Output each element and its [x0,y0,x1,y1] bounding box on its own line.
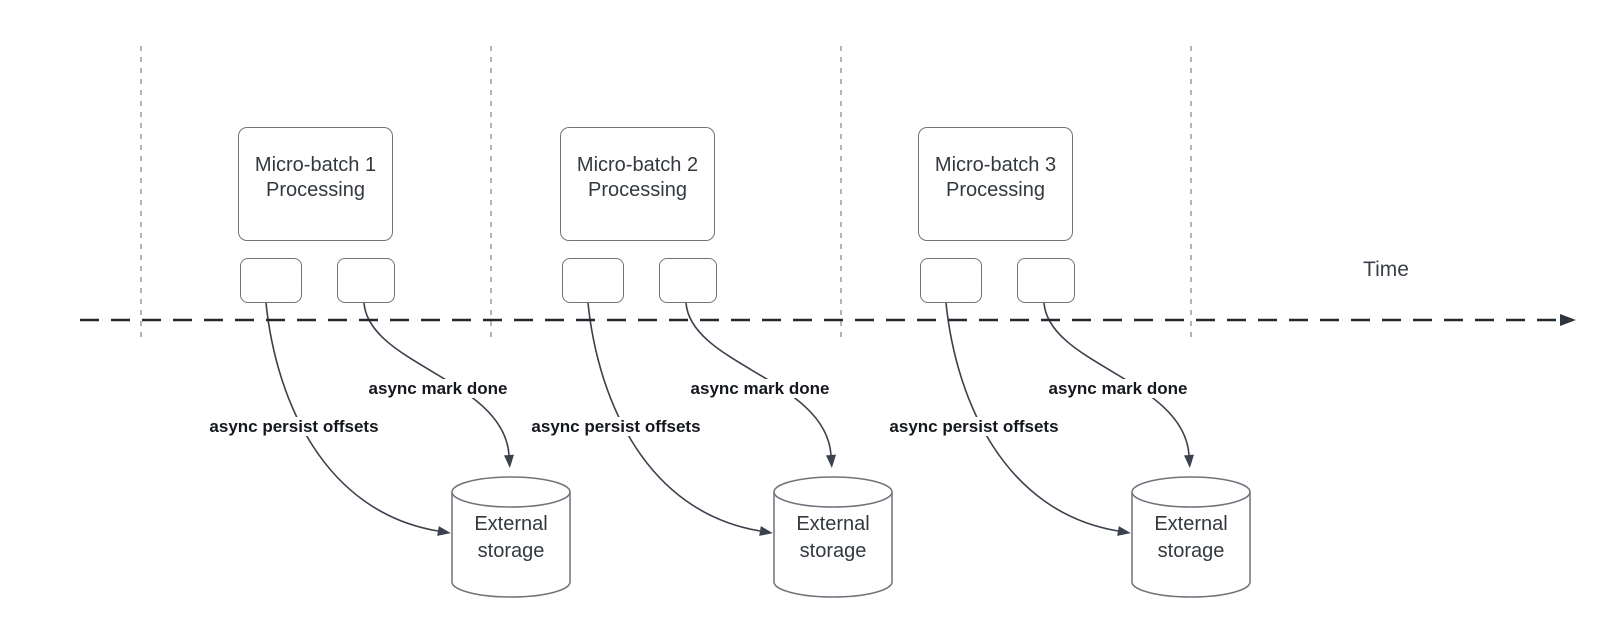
micro-batch-1-processing-box: Micro-batch 1 Processing [238,127,393,241]
async-persist-offsets-arrow [265,302,451,536]
async-mark-done-label: async mark done [1008,379,1228,399]
external-storage-label: External storage [796,513,870,562]
async-persist-offsets-arrow [945,302,1131,536]
lane-2-graphics [587,302,893,598]
time-axis-label: Time [1363,258,1409,281]
cylinder-top-arc [451,491,571,508]
async-persist-offsets-text: async persist offsets [529,417,703,436]
persist-offsets-task-box [920,258,982,303]
async-persist-offsets-label: async persist offsets [184,417,404,437]
async-mark-done-arrow [685,302,836,468]
async-mark-done-text: async mark done [1046,379,1190,398]
cylinder-top-arc [773,491,893,508]
external-storage-label: External storage [1154,513,1228,562]
persist-offsets-task-box [562,258,624,303]
async-mark-done-label: async mark done [650,379,870,399]
async-persist-offsets-label: async persist offsets [864,417,1084,437]
external-storage-cylinder [1131,476,1251,598]
mark-done-task-box [1017,258,1075,303]
persist-offsets-task-box [240,258,302,303]
async-persist-offsets-text: async persist offsets [207,417,381,436]
async-persist-offsets-text: async persist offsets [887,417,1061,436]
cylinder-top-arc [1131,491,1251,508]
micro-batch-3-processing-box: Micro-batch 3 Processing [918,127,1073,241]
external-storage-cylinder [773,476,893,598]
async-mark-done-text: async mark done [688,379,832,398]
external-storage-cylinder [451,476,571,598]
async-persist-offsets-label: async persist offsets [506,417,726,437]
async-mark-done-arrow [363,302,514,468]
async-persist-offsets-arrow [587,302,773,536]
async-mark-done-text: async mark done [366,379,510,398]
external-storage-label: External storage [474,513,548,562]
mark-done-task-box [659,258,717,303]
async-mark-done-label: async mark done [328,379,548,399]
lane-3-graphics [945,302,1251,598]
micro-batch-2-processing-box: Micro-batch 2 Processing [560,127,715,241]
lane-1-graphics [265,302,571,598]
async-mark-done-arrow [1043,302,1194,468]
mark-done-task-box [337,258,395,303]
